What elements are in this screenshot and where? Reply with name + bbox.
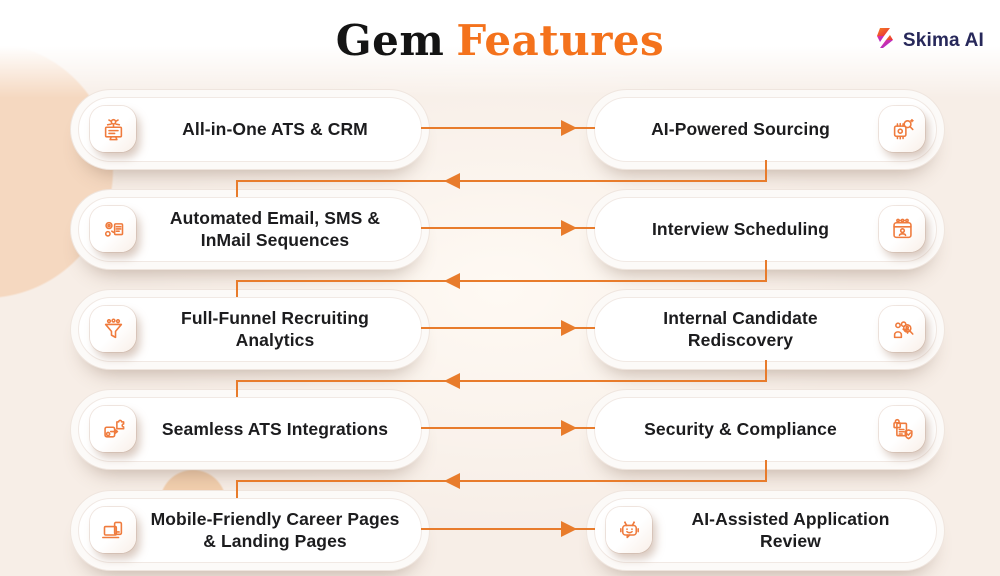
feature-box-ats-crm: All-in-One ATS & CRM [78,97,422,162]
return-connector-2-horizontal [236,280,767,282]
return-connector-2-down-right [765,260,767,281]
brand-name: Skima AI [902,29,984,51]
puzzle-integration-icon [90,406,136,452]
lock-shield-check-icon [879,406,925,452]
brand-logo: Skima AI [873,26,984,55]
calendar-person-icon [879,206,925,252]
arrow-right-icon [561,320,577,336]
automation-gears-document-icon [90,206,136,252]
return-connector-1-down-left [236,181,238,197]
feature-label: AI-Assisted Application Review [691,509,890,551]
arrow-line-row1 [421,127,595,129]
ats-crm-monitor-icon [90,106,136,152]
feature-label: Security & Compliance [644,418,837,439]
feature-label: All-in-One ATS & CRM [182,118,368,139]
ai-chip-magnifier-icon [879,106,925,152]
skima-logo-icon [873,26,897,55]
feature-label: AI-Powered Sourcing [651,118,830,139]
arrow-line-row5 [421,528,595,530]
arrow-left-icon [444,373,460,389]
feature-label: Mobile-Friendly Career Pages & Landing P… [150,509,400,551]
arrow-left-icon [444,473,460,489]
return-connector-3-down-right [765,360,767,381]
recruiting-funnel-icon [90,306,136,352]
feature-box-funnel-analytics: Full-Funnel Recruiting Analytics [78,297,422,362]
return-connector-2-down-left [236,281,238,297]
feature-box-application-review: AI-Assisted Application Review [594,498,937,563]
feature-label: Internal Candidate Rediscovery [663,308,818,350]
people-magnifier-icon [879,306,925,352]
feature-box-interview-scheduling: Interview Scheduling [594,197,937,262]
robot-face-icon [606,507,652,553]
arrow-left-icon [444,173,460,189]
page-title-gem: Gem [335,16,445,65]
arrow-line-row3 [421,327,595,329]
feature-box-candidate-rediscovery: Internal Candidate Rediscovery [594,297,937,362]
return-connector-4-horizontal [236,480,767,482]
arrow-right-icon [561,420,577,436]
return-connector-4-down-right [765,460,767,481]
arrow-line-row4 [421,427,595,429]
feature-label: Automated Email, SMS & InMail Sequences [169,208,381,250]
return-connector-1-horizontal [236,180,767,182]
feature-label: Full-Funnel Recruiting Analytics [181,308,369,350]
feature-box-ats-integrations: Seamless ATS Integrations [78,397,422,462]
arrow-right-icon [561,220,577,236]
page-title-features: Features [456,16,665,65]
feature-box-automated-sequences: Automated Email, SMS & InMail Sequences [78,197,422,262]
arrow-left-icon [444,273,460,289]
return-connector-4-down-left [236,481,238,498]
arrow-right-icon [561,120,577,136]
return-connector-1-down-right [765,160,767,181]
feature-label: Seamless ATS Integrations [161,418,389,439]
laptop-phone-icon [90,507,136,553]
arrow-line-row2 [421,227,595,229]
arrow-right-icon [561,521,577,537]
feature-box-career-pages: Mobile-Friendly Career Pages & Landing P… [78,498,422,563]
return-connector-3-down-left [236,381,238,397]
return-connector-3-horizontal [236,380,767,382]
feature-box-security-compliance: Security & Compliance [594,397,937,462]
feature-label: Interview Scheduling [651,218,830,239]
feature-box-ai-sourcing: AI-Powered Sourcing [594,97,937,162]
